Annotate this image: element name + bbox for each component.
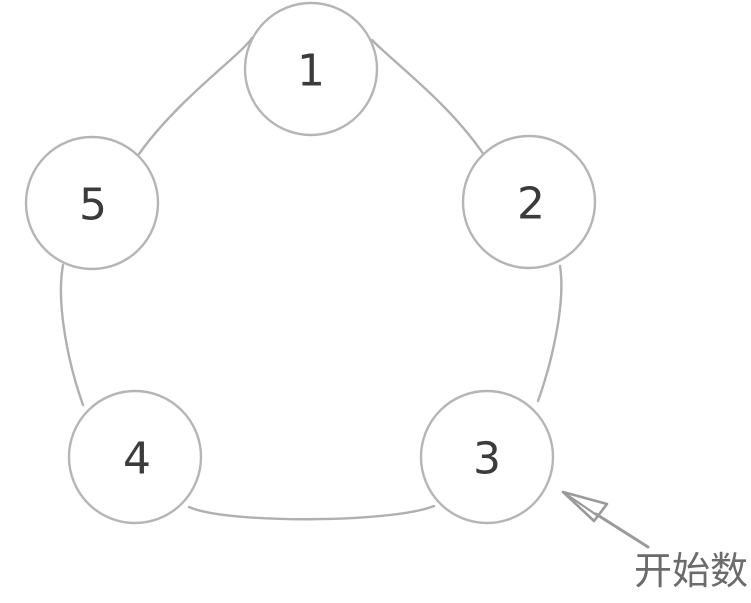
node-3-label: 3	[473, 434, 501, 485]
edge-2-to-3	[536, 264, 563, 403]
node-2[interactable]: 2	[461, 134, 597, 270]
edge-4-to-5	[59, 263, 85, 407]
edge-5-to-1	[137, 36, 254, 156]
node-2-label: 2	[517, 179, 545, 230]
node-group: 1 2 3 4 5	[24, 1, 597, 525]
arrow-head-crease	[561, 490, 600, 518]
node-4-label: 4	[123, 434, 151, 485]
node-5[interactable]: 5	[24, 135, 160, 271]
node-1-circle[interactable]	[243, 1, 379, 137]
edge-3-to-4	[187, 504, 436, 521]
arrow-shaft	[594, 512, 650, 549]
node-2-circle[interactable]	[461, 134, 597, 270]
node-3-circle[interactable]	[419, 389, 555, 525]
node-4-circle[interactable]	[67, 389, 203, 525]
start-pointer-arrow-icon	[561, 490, 650, 549]
edge-1-to-2	[370, 38, 486, 157]
node-5-label: 5	[79, 180, 107, 231]
edge-group	[59, 36, 563, 521]
start-annotation-label: 开始数	[634, 549, 749, 593]
node-1[interactable]: 1	[243, 1, 379, 137]
node-4[interactable]: 4	[67, 389, 203, 525]
node-1-label: 1	[297, 46, 325, 97]
arrow-head	[561, 490, 609, 523]
node-3[interactable]: 3	[419, 389, 555, 525]
node-5-circle[interactable]	[24, 135, 160, 271]
